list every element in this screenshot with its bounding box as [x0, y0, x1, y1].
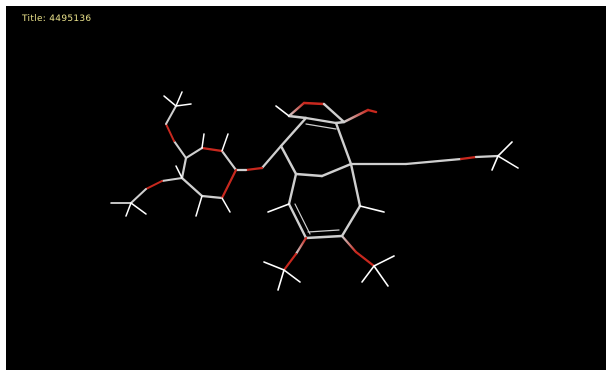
structure-title: Title: 4495136	[22, 14, 92, 24]
glycosidic-linkage	[234, 144, 283, 172]
molecule-viewer[interactable]: Title: 4495136	[6, 6, 606, 370]
aromatic-core	[279, 116, 362, 240]
aromatic-hydrogens	[267, 105, 385, 213]
sugar-ring	[180, 146, 238, 200]
molecule-3d-structure[interactable]	[6, 6, 606, 370]
methoxy-bottom-left	[263, 236, 308, 291]
lactone-ring	[287, 101, 378, 125]
sugar-substituents	[110, 91, 231, 217]
methoxy-bottom-right	[340, 234, 395, 287]
side-chain-right	[349, 141, 519, 171]
